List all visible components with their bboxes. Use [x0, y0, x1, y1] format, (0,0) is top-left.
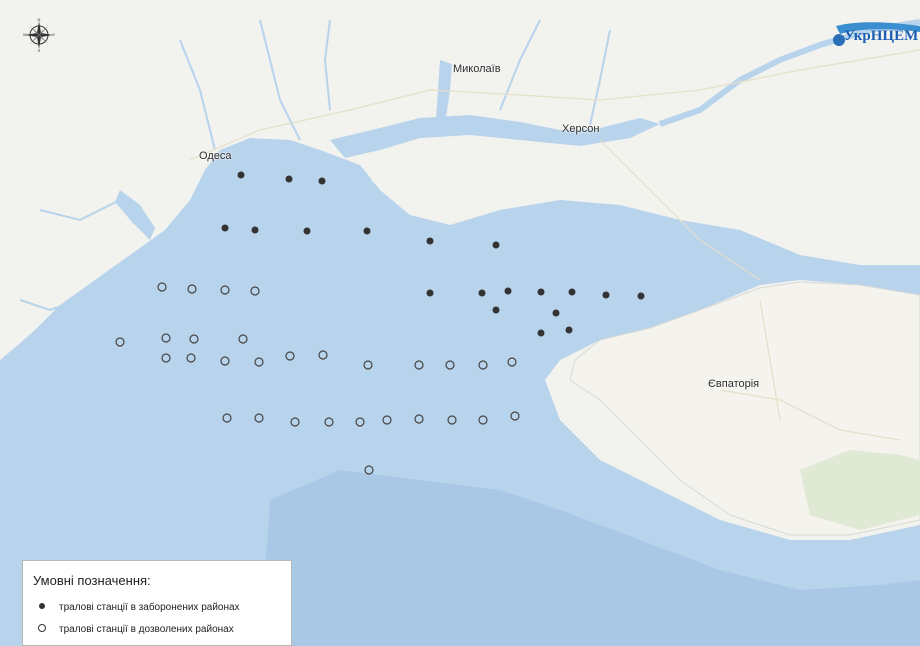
city-label-kherson: Херсон — [562, 123, 600, 135]
closed-station[interactable] — [426, 289, 434, 297]
closed-stations — [221, 171, 645, 337]
open-station[interactable] — [222, 413, 232, 423]
compass-letter-e: E — [52, 32, 55, 37]
open-station[interactable] — [220, 356, 230, 366]
dnipro-river — [659, 19, 920, 127]
closed-station[interactable] — [478, 289, 486, 297]
mountain-area — [800, 450, 920, 530]
closed-station[interactable] — [318, 177, 326, 185]
filled-circle-icon — [37, 601, 51, 614]
ukrncem-logo: УкрНЦЕМ — [830, 20, 920, 54]
open-stations — [115, 282, 520, 475]
legend-item-open: тралові станції в дозволених районах — [37, 623, 234, 636]
open-station[interactable] — [355, 417, 365, 427]
closed-station[interactable] — [537, 329, 545, 337]
closed-station[interactable] — [363, 227, 371, 235]
closed-station[interactable] — [552, 309, 560, 317]
logo-wave-icon — [836, 22, 920, 34]
legend-title: Умовні позначення: — [33, 573, 151, 588]
closed-station[interactable] — [565, 326, 573, 334]
open-station[interactable] — [115, 337, 125, 347]
dnipro-estuary — [330, 115, 660, 158]
compass-letter-w: W — [23, 32, 27, 37]
closed-station[interactable] — [285, 175, 293, 183]
open-station[interactable] — [157, 282, 167, 292]
legend-label-open: тралові станції в дозволених районах — [59, 624, 234, 635]
open-station[interactable] — [510, 411, 520, 421]
closed-station[interactable] — [537, 288, 545, 296]
compass-letter-s: S — [38, 48, 41, 52]
open-station[interactable] — [250, 286, 260, 296]
closed-station[interactable] — [221, 224, 229, 232]
map-legend: Умовні позначення: тралові станції в заб… — [22, 560, 292, 646]
open-station[interactable] — [220, 285, 230, 295]
closed-station[interactable] — [504, 287, 512, 295]
buh-estuary — [436, 60, 452, 118]
sea-area — [0, 138, 920, 646]
open-station[interactable] — [189, 334, 199, 344]
rivers — [19, 19, 611, 312]
closed-station[interactable] — [568, 288, 576, 296]
compass-letter-n: N — [38, 18, 41, 22]
closed-station[interactable] — [303, 227, 311, 235]
closed-station[interactable] — [426, 237, 434, 245]
open-station[interactable] — [186, 353, 196, 363]
open-station[interactable] — [445, 360, 455, 370]
open-station[interactable] — [478, 415, 488, 425]
open-station[interactable] — [254, 357, 264, 367]
open-station[interactable] — [238, 334, 248, 344]
open-station[interactable] — [447, 415, 457, 425]
roads — [189, 49, 920, 441]
closed-station[interactable] — [492, 241, 500, 249]
open-station[interactable] — [285, 351, 295, 361]
logo-text: УкрНЦЕМ — [844, 28, 919, 44]
open-station[interactable] — [290, 417, 300, 427]
city-label-mykolaiv: Миколаїв — [453, 63, 501, 75]
hollow-circle-icon — [37, 623, 51, 636]
legend-label-closed: тралові станції в заборонених районах — [59, 602, 240, 613]
closed-station[interactable] — [237, 171, 245, 179]
open-station[interactable] — [363, 360, 373, 370]
open-station[interactable] — [254, 413, 264, 423]
open-station[interactable] — [478, 360, 488, 370]
closed-station[interactable] — [251, 226, 259, 234]
logo-drop-icon — [833, 34, 845, 46]
open-station[interactable] — [414, 360, 424, 370]
open-station[interactable] — [382, 415, 392, 425]
deep-sea-area — [260, 470, 920, 646]
open-station[interactable] — [161, 353, 171, 363]
open-station[interactable] — [507, 357, 517, 367]
open-station[interactable] — [364, 465, 374, 475]
compass-rose-icon: N E S W — [22, 17, 56, 53]
open-station[interactable] — [324, 417, 334, 427]
open-station[interactable] — [187, 284, 197, 294]
open-station[interactable] — [318, 350, 328, 360]
closed-station[interactable] — [492, 306, 500, 314]
open-station[interactable] — [414, 414, 424, 424]
closed-station[interactable] — [602, 291, 610, 299]
city-label-yevpatoria: Євпаторія — [708, 378, 760, 390]
legend-item-closed: тралові станції в заборонених районах — [37, 601, 240, 614]
dniester-liman — [115, 190, 155, 240]
city-label-odesa: Одеса — [199, 150, 232, 162]
closed-station[interactable] — [637, 292, 645, 300]
open-station[interactable] — [161, 333, 171, 343]
spits — [371, 178, 571, 207]
